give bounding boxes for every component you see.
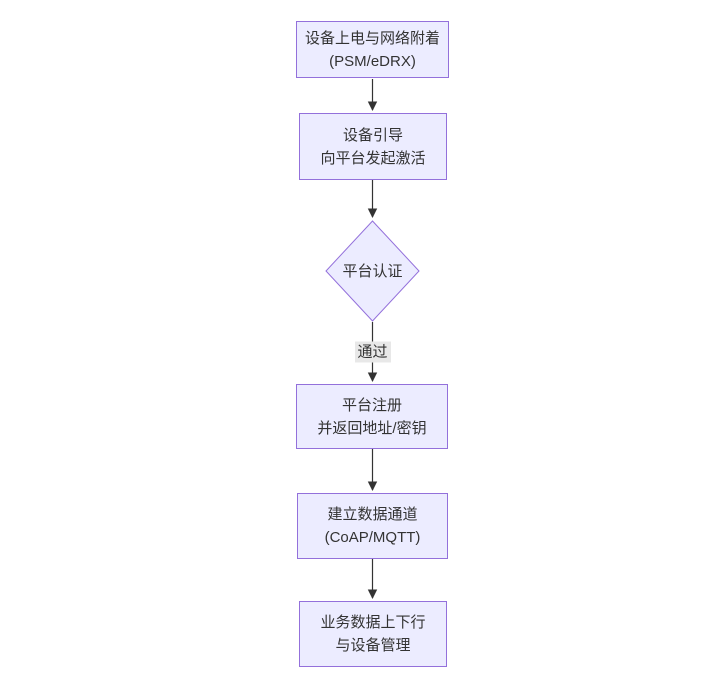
node-text: 向平台发起激活: [320, 149, 426, 167]
node-text: 设备引导: [342, 126, 403, 144]
diamond-shape: [325, 220, 420, 322]
node-data-channel: 建立数据通道 (CoAP/MQTT): [297, 493, 448, 559]
node-text: (CoAP/MQTT): [324, 529, 421, 546]
decision-platform-auth: 平台认证: [325, 220, 420, 322]
node-text: (PSM/eDRX): [329, 52, 416, 70]
node-platform-register: 平台注册 并返回地址/密钥: [296, 384, 448, 449]
node-text: 建立数据通道: [327, 506, 418, 523]
node-text: 平台认证: [342, 262, 403, 280]
node-business-data: 业务数据上下行 与设备管理: [299, 601, 447, 667]
node-text: 设备上电与网络附着: [304, 29, 440, 47]
node-power-attach: 设备上电与网络附着 (PSM/eDRX): [296, 21, 449, 78]
node-text: 业务数据上下行: [320, 614, 426, 631]
node-device-bootstrap: 设备引导 向平台发起激活: [299, 113, 447, 180]
node-text: 与设备管理: [335, 637, 411, 654]
edge-label-pass: 通过: [354, 341, 391, 363]
node-text: 并返回地址/密钥: [317, 419, 427, 437]
node-text: 平台注册: [341, 396, 402, 414]
